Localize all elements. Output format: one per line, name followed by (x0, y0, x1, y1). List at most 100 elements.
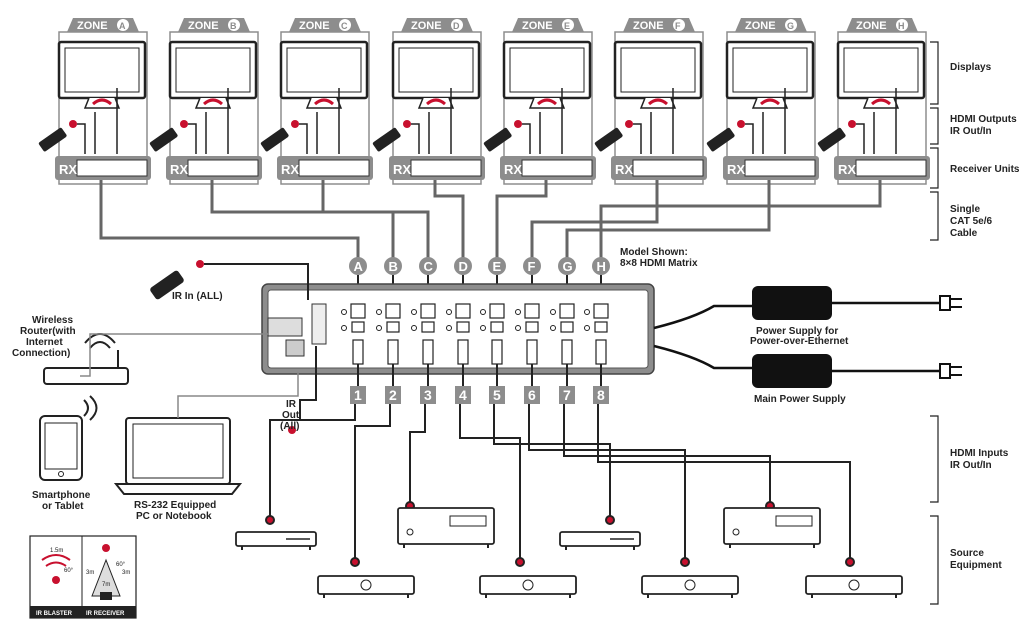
cable-1 (99, 180, 360, 258)
zone-letter: C (341, 21, 348, 31)
svg-text:E: E (493, 259, 502, 274)
legend-rx-dist2: 7m (102, 582, 110, 588)
laptop-icon (113, 372, 299, 495)
router-line2: Router(with (20, 326, 76, 337)
svg-text:F: F (528, 259, 536, 274)
router-line1: Wireless (32, 315, 73, 326)
cable-8 (599, 180, 882, 258)
source-device-1 (235, 531, 317, 550)
zone-e: ZONE E RX (483, 18, 596, 185)
rx-label: RX (504, 162, 522, 177)
side-label-hdmi-in-1: HDMI Inputs (950, 448, 1009, 459)
zone-tab-label: ZONE (299, 20, 330, 32)
rx-label: RX (281, 162, 299, 177)
svg-text:5: 5 (493, 387, 501, 403)
svg-text:B: B (389, 259, 398, 274)
ir-remote-icon (150, 260, 309, 300)
svg-text:H: H (597, 259, 606, 274)
side-label-hdmi-out-1: HDMI Outputs (950, 114, 1017, 125)
legend-receiver-label: IR RECEIVER (86, 611, 125, 617)
zone-letter: G (787, 21, 794, 31)
input-marker-3: 3 (420, 364, 436, 404)
input-cable-8 (597, 404, 851, 558)
zone-tab-label: ZONE (522, 20, 553, 32)
input-cables (265, 404, 855, 567)
catx-cables (99, 180, 882, 258)
source-equipment-group (235, 507, 903, 598)
zone-letter: B (230, 21, 237, 31)
side-label-hdmi-out-2: IR Out/In (950, 126, 992, 137)
pc-line1: RS-232 Equipped (134, 500, 216, 511)
side-label-cable-3: Cable (950, 228, 978, 239)
router-line4: Connection) (12, 348, 70, 359)
zone-tab-label: ZONE (411, 20, 442, 32)
rx-label: RX (393, 162, 411, 177)
matrix-unit (261, 283, 655, 375)
side-label-cable-2: CAT 5e/6 (950, 216, 992, 227)
main-power-supply-icon (653, 344, 962, 388)
input-marker-6: 6 (524, 364, 540, 404)
smartphone-line1: Smartphone (32, 490, 91, 501)
legend-blaster-label: IR BLASTER (36, 611, 73, 617)
svg-text:2: 2 (389, 387, 397, 403)
cable-5 (495, 180, 548, 258)
poe-power-supply-icon (653, 286, 962, 330)
zone-letter: H (898, 21, 905, 31)
input-marker-5: 5 (489, 364, 505, 404)
cable-2 (210, 180, 395, 258)
input-marker-1: 1 (350, 364, 366, 404)
rx-label: RX (615, 162, 633, 177)
legend-rx-dist1: 3m (86, 570, 94, 576)
tablet-icon (39, 395, 98, 481)
zone-letter: F (675, 21, 681, 31)
rx-label: RX (727, 162, 745, 177)
svg-text:1: 1 (354, 387, 362, 403)
model-name-label: 8×8 HDMI Matrix (620, 258, 698, 269)
ir-out-icon (288, 346, 317, 434)
svg-text:8: 8 (597, 387, 605, 403)
main-psu-label: Main Power Supply (754, 394, 846, 405)
ir-in-label: IR In (ALL) (172, 291, 223, 302)
svg-text:A: A (354, 259, 364, 274)
input-marker-8: 8 (593, 364, 609, 404)
source-device-7 (723, 507, 821, 548)
side-brackets (930, 41, 939, 605)
svg-text:G: G (563, 259, 573, 274)
input-cable-6 (528, 404, 686, 558)
zone-letter: A (119, 21, 126, 31)
zone-g: ZONE G RX (706, 18, 819, 185)
svg-text:7: 7 (563, 387, 571, 403)
legend-blaster-dist: 1.5m (50, 548, 63, 554)
zone-letter: E (564, 21, 570, 31)
zone-tab-label: ZONE (745, 20, 776, 32)
zone-c: ZONE C RX (260, 18, 373, 185)
rx-label: RX (59, 162, 77, 177)
source-device-3 (397, 507, 495, 548)
side-label-cable-1: Single (950, 204, 980, 215)
model-shown-label: Model Shown: (620, 247, 688, 258)
source-device-5 (559, 531, 641, 550)
input-cable-3 (409, 404, 426, 502)
legend-rx-dist3: 3m (122, 570, 130, 576)
input-marker-4: 4 (455, 364, 471, 404)
cable-6 (530, 180, 659, 258)
input-number-markers: 1 2 3 4 5 6 7 8 (350, 364, 609, 404)
zone-tab-label: ZONE (856, 20, 887, 32)
svg-text:6: 6 (528, 387, 536, 403)
cable-3 (321, 180, 430, 258)
input-cable-1 (269, 404, 356, 516)
side-label-hdmi-in-2: IR Out/In (950, 460, 992, 471)
source-device-8 (805, 575, 903, 598)
input-cable-4 (459, 404, 521, 558)
svg-text:3: 3 (424, 387, 432, 403)
side-label-receivers: Receiver Units (950, 164, 1020, 175)
source-device-4 (479, 575, 577, 598)
input-marker-7: 7 (559, 364, 575, 404)
poe-psu-line2: Power-over-Ethernet (750, 336, 849, 347)
